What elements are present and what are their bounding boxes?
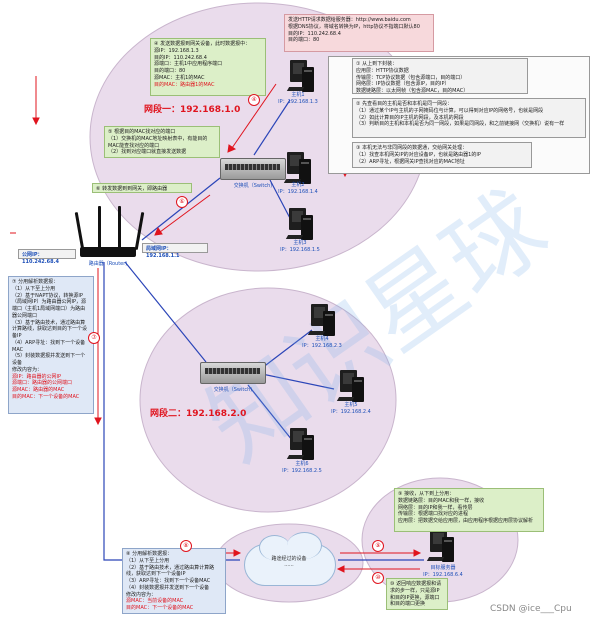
router-process-red: 源IP：路由器的公网IP 源端口：路由器的公网端口 源MAC：路由器的MAC 目… [12,373,80,400]
link-switch2-pc5 [261,373,335,390]
hop-process-red: 源MAC：当前设备的MAC 目的MAC：下一个设备的MAC [126,598,194,611]
router-process-box: ⑦ 分用解析数据报： （1）从下至上分用 （2）基于NAPT协议，转换源IP（局… [8,276,94,414]
step-8-marker: ⑧ [180,540,192,552]
pc2-ip: IP：192.168.1.4 [278,189,318,195]
step-4-marker: ④ [248,94,260,106]
route-box: ② 先查看目的主机是否和本机是同一网段： （1）通过某个IP与主机的子网掩码位与… [352,98,586,138]
hop-process-text: ⑧ 分用解析数据报： （1）从下至上分用 （2）基于路由技术，通过路由算计算路线… [126,551,215,598]
send-packet-red: 目的MAC：路由器1的MAC [154,81,215,88]
reply-box: ⑩ 返回响应数据报和请求的步一样，只是源IP和目的IP更换，源端口和目的端口更换 [386,578,448,610]
forward-router-box: ⑥ 转发数据到到网关，即路由器 [92,183,192,193]
request-box: 发送HTTP请求数据给服务器：http://www.baidu.com 根据DN… [284,14,434,52]
pc4-ip: IP：192.168.2.3 [302,343,342,349]
switch-forward-box: ⑤ 根据目的MAC找对应的端口 （1）交换机的MAC地址映射表中，有能目的MAC… [104,126,220,158]
layers-box: ① 从上到下封装： 应用层：HTTP协议数据 传输层：TCP协议数据（包含源端口… [352,58,528,94]
router-label: 路由器（Router) [88,261,128,267]
pc5-ip: IP：192.168.2.4 [331,409,371,415]
link-switch2-pc6 [247,384,293,441]
pc3-ip: IP：192.168.1.5 [280,247,320,253]
lan-ip-tag: 局域网IP：192.168.1.1 [142,243,208,259]
pc4-name: 主机4 [315,336,329,342]
pc1-name: 主机1 [291,92,305,98]
router-antenna [98,206,101,250]
public-ip-tag: 公网IP：110.242.68.4 [18,249,76,265]
step-10-marker: ⑩ [372,572,384,584]
csdn-credit: CSDN @ice___Cpu [490,604,572,614]
pc5-name: 主机5 [344,402,358,408]
hop-process-box: ⑧ 分用解析数据报： （1）从下至上分用 （2）基于路由技术，通过路由算计算路线… [122,548,226,614]
send-packet-box: ④ 发送数据报到网关设备，此时数据报中： 源IP：192.168.1.3 目的I… [150,38,266,96]
cloud-icon [244,532,336,586]
server-name: 目标服务器 [430,565,456,571]
send-packet-text: ④ 发送数据报到网关设备，此时数据报中： 源IP：192.168.1.3 目的I… [154,41,251,81]
link-switch1-pc3 [269,179,293,223]
step-6-marker: ⑥ [176,196,188,208]
server-ip: IP：192.168.6.4 [423,572,463,578]
link-pc1-switch1 [253,99,291,156]
segment2-label: 网段二：192.168.2.0 [150,409,247,419]
pc6-ip: IP：192.168.2.5 [282,468,322,474]
segment2-region [139,287,397,513]
arp-box: ③ 本机无法与非同网段的数据通，交给网关处理： （1）找查本机网关IP的对应设备… [352,142,532,168]
link-switch2-pc4 [261,329,313,369]
pc3-name: 主机3 [293,240,307,246]
link-switch1-router [141,177,221,241]
pc2-name: 主机2 [291,182,305,188]
segment1-label: 网段一：192.168.1.0 [144,105,241,115]
step-7-marker: ⑦ [88,332,100,344]
server-process-box: ⑨ 接收，从下到上分用： 数据链路层：目的MAC和我一样，接收 网络层：目的IP… [394,488,544,532]
cloud-label: 路途经过的设备 ...... [271,556,307,568]
switch1-icon [220,158,286,180]
router-icon [80,247,136,257]
router-antenna [118,206,121,250]
switch2-label: 交换机（Switch) [213,387,253,393]
pc6-name: 主机6 [295,461,309,467]
router-process-text: ⑦ 分用解析数据报： （1）从下至上分用 （2）基于NAPT协议，转换源IP（局… [12,279,88,373]
switch2-icon [200,362,266,384]
switch1-label: 交换机（Switch) [233,183,273,189]
step-9-marker: ⑨ [372,540,384,552]
link-router-switch2 [124,261,207,363]
pc1-ip: IP：192.168.1.3 [278,99,318,105]
